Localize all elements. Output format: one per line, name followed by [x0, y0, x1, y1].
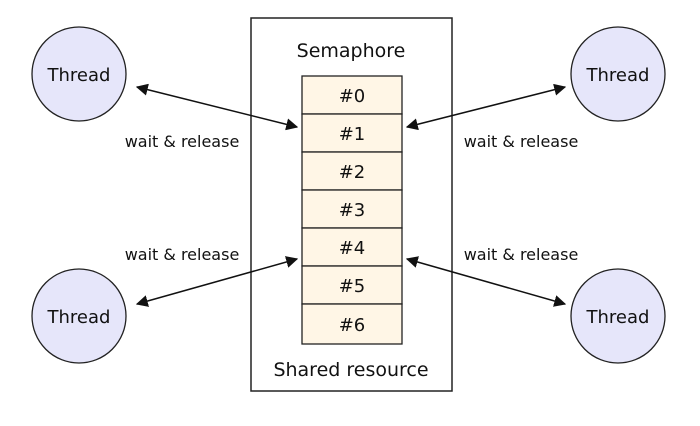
slot-6-label: #6	[339, 315, 366, 336]
thread-bottom-left-label: Thread	[47, 307, 111, 328]
arrow-top-right	[405, 83, 567, 131]
slot-0: #0	[301, 75, 403, 115]
semaphore-box	[250, 17, 453, 392]
slot-5-label: #5	[339, 276, 366, 297]
slot-6: #6	[301, 303, 403, 345]
shared-resource-label: Shared resource	[273, 359, 428, 381]
slot-2-label: #2	[339, 162, 366, 183]
edge-label-bottom-left: wait & release	[125, 245, 240, 264]
arrow-bottom-left	[135, 256, 299, 307]
thread-top-right-label: Thread	[586, 65, 650, 86]
slot-4-label: #4	[339, 238, 366, 259]
thread-top-right: Thread	[570, 26, 666, 122]
slot-2: #2	[301, 151, 403, 191]
arrow-top-left	[135, 83, 299, 131]
slot-5: #5	[301, 265, 403, 305]
slot-0-label: #0	[339, 86, 366, 107]
thread-top-left: Thread	[31, 26, 127, 122]
slot-1-label: #1	[339, 124, 366, 145]
edge-label-bottom-right: wait & release	[464, 245, 579, 264]
slot-1: #1	[301, 113, 403, 153]
thread-bottom-right-label: Thread	[586, 307, 650, 328]
arrow-bottom-right	[405, 256, 567, 307]
semaphore-title: Semaphore	[297, 40, 406, 62]
slot-3: #3	[301, 189, 403, 229]
slot-3-label: #3	[339, 200, 366, 221]
thread-bottom-left: Thread	[31, 268, 127, 364]
edge-label-top-right: wait & release	[464, 132, 579, 151]
edge-label-top-left: wait & release	[125, 132, 240, 151]
thread-bottom-right: Thread	[570, 268, 666, 364]
slot-4: #4	[301, 227, 403, 267]
thread-top-left-label: Thread	[47, 65, 111, 86]
